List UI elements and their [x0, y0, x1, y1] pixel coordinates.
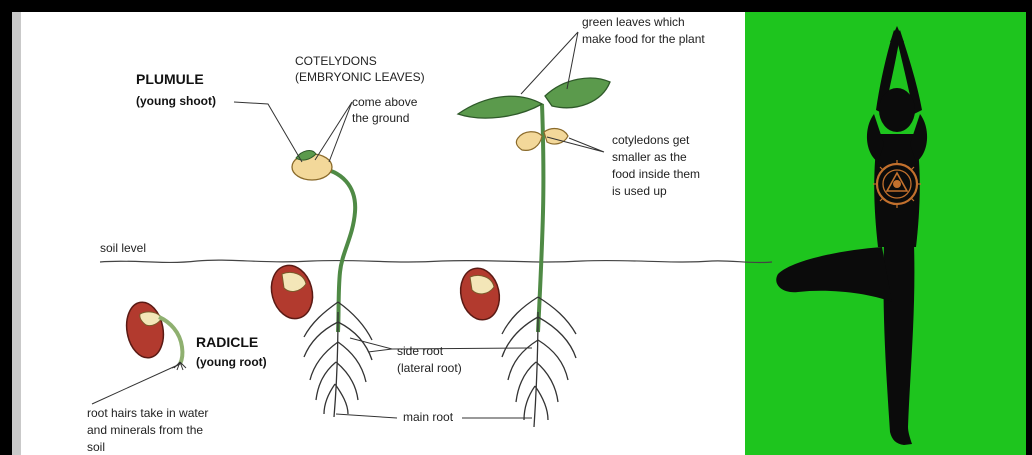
seed-with-radicle [122, 299, 186, 370]
cotyledons-title-line2: (EMBRYONIC LEAVES) [295, 70, 425, 85]
cotyledons-get-line4: is used up [612, 184, 667, 199]
seedling-three [456, 78, 610, 427]
root-hairs-line3: soil [87, 440, 105, 455]
pointer-lines [92, 32, 604, 418]
come-above-line2: the ground [352, 111, 409, 126]
come-above-line1: come above [352, 95, 417, 110]
diagram-panel: PLUMULE (young shoot) COTELYDONS (EMBRYO… [12, 12, 1026, 455]
cotyledons-title-line1: COTELYDONS [295, 54, 377, 69]
cotyledons-get-line3: food inside them [612, 167, 700, 182]
seedling-two [266, 151, 372, 417]
main-root-label: main root [403, 410, 453, 425]
cotyledons-get-line1: cotyledons get [612, 133, 689, 148]
leaf-left [458, 96, 542, 118]
young-shoot-label: (young shoot) [136, 94, 216, 109]
green-leaves-line1: green leaves which [582, 15, 685, 30]
root-hairs-line2: and minerals from the [87, 423, 203, 438]
cotyledons-get-line2: smaller as the [612, 150, 687, 165]
side-root-line1: side root [397, 344, 443, 359]
root-hairs-line1: root hairs take in water [87, 406, 208, 421]
soil-level-label: soil level [100, 241, 146, 256]
leaf-right [545, 78, 610, 108]
green-leaves-line2: make food for the plant [582, 32, 705, 47]
stem-seedling-two [317, 168, 355, 332]
radicle-label: RADICLE [196, 335, 258, 350]
young-root-label: (young root) [196, 355, 267, 370]
plumule-label: PLUMULE [136, 72, 204, 87]
soil-level-line [100, 260, 772, 262]
tree-pose-silhouette [776, 26, 927, 445]
side-root-line2: (lateral root) [397, 361, 462, 376]
